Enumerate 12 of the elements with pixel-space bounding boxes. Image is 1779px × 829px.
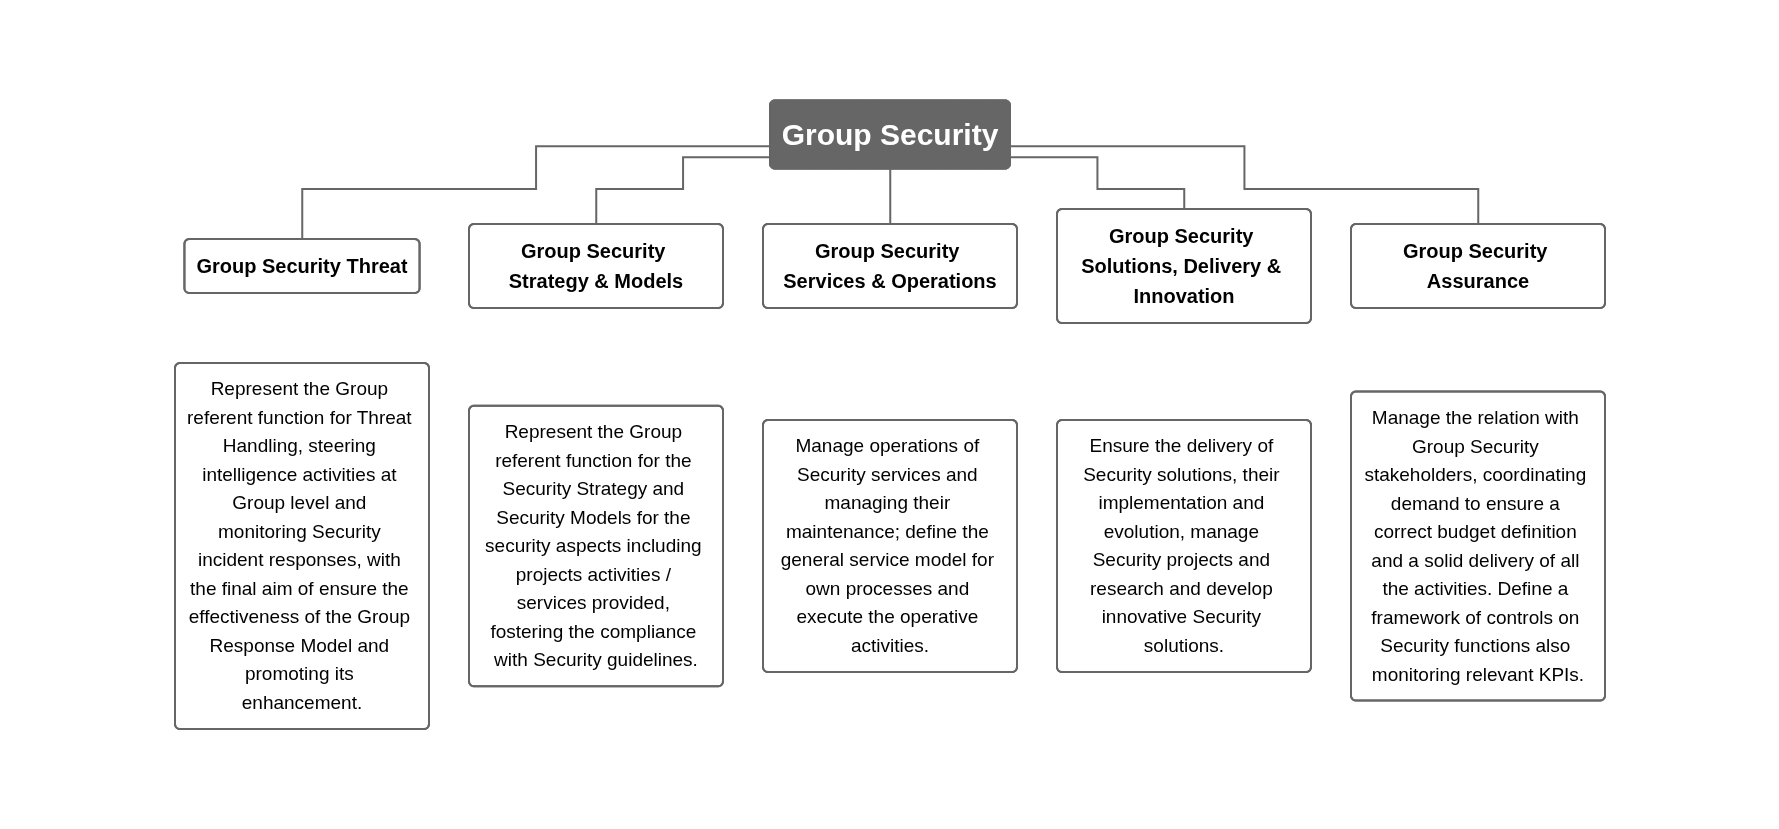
node-text: Ensure the delivery of Security solutions, their implementation and evolution, manage Security projects and research and develop innovative Security solutions.: [1082, 435, 1280, 656]
connector: [594, 156, 771, 226]
node-text: Represent the Group referent function for Threat Handling, steering intelligence activities at Group level and monitoring Security incident responses, with the final aim of ensure the effectiveness of the Group Response Model and promoting its enhancement.: [186, 378, 412, 713]
node-text: Group Security Assurance: [1402, 240, 1547, 292]
node-text: Manage operations of Security services and managing their maintenance; define the general service model for own processes and execute the operative activities.: [780, 435, 994, 656]
connector: [300, 145, 771, 241]
node-text: Group Security Strategy & Models: [508, 240, 683, 292]
node-text: Group Security Services & Operations: [782, 240, 997, 292]
connector: [1009, 145, 1479, 226]
node-text: Group Security Solutions, Delivery & Innovation: [1080, 225, 1281, 307]
connector: [1009, 156, 1185, 211]
connector: [888, 168, 891, 226]
